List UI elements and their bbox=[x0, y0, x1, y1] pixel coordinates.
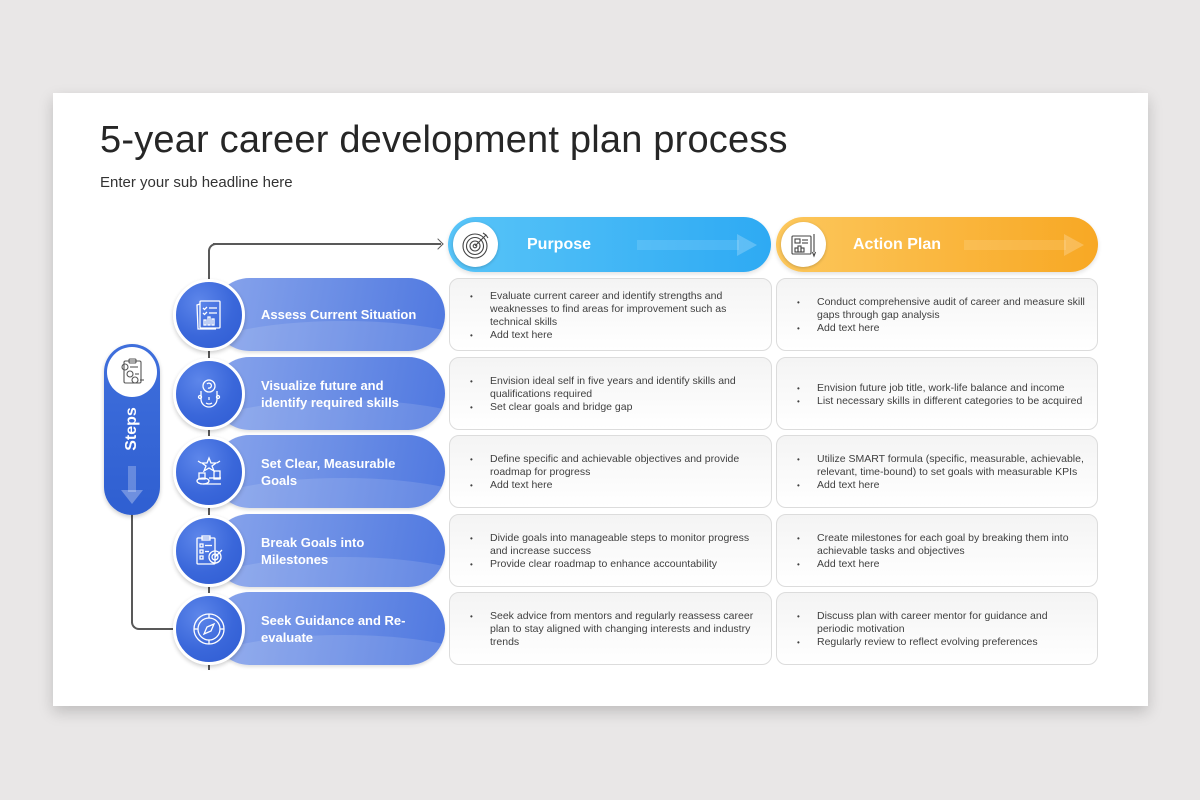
step-bar bbox=[213, 435, 445, 508]
action-box-2: Envision future job title, work-life bal… bbox=[776, 357, 1098, 430]
bullet: Set clear goals and bridge gap bbox=[464, 401, 761, 414]
purpose-box-1: Evaluate current career and identify str… bbox=[449, 278, 772, 351]
connector-left-vertical bbox=[131, 513, 133, 623]
connector-bottom-horizontal bbox=[139, 628, 179, 630]
step-bar bbox=[213, 357, 445, 430]
bullet: Define specific and achievable objective… bbox=[464, 453, 761, 479]
bullet: Add text here bbox=[791, 322, 1087, 335]
compass-icon bbox=[173, 593, 245, 665]
action-plan-header: Action Plan bbox=[776, 217, 1098, 272]
step-label: Assess Current Situation bbox=[261, 307, 417, 322]
bullet: Seek advice from mentors and regularly r… bbox=[464, 610, 761, 649]
target-icon bbox=[453, 222, 498, 267]
numbered-list-icon bbox=[107, 347, 157, 397]
steps-label: Steps bbox=[123, 407, 140, 451]
action-box-4: Create milestones for each goal by break… bbox=[776, 514, 1098, 587]
bullet: Add text here bbox=[464, 479, 761, 492]
purpose-box-3: Define specific and achievable objective… bbox=[449, 435, 772, 508]
connector-top-corner bbox=[208, 243, 218, 253]
action-box-1: Conduct comprehensive audit of career an… bbox=[776, 278, 1098, 351]
step-row-assess: Assess Current Situation bbox=[173, 278, 445, 351]
step-bar bbox=[213, 514, 445, 587]
purpose-header: Purpose bbox=[448, 217, 771, 272]
page-subtitle: Enter your sub headline here bbox=[100, 174, 293, 191]
step-row-set-goals: Set Clear, Measurable Goals bbox=[173, 435, 445, 508]
bullet: Divide goals into manageable steps to mo… bbox=[464, 532, 761, 558]
purpose-header-label: Purpose bbox=[527, 235, 592, 253]
connector-arrowhead bbox=[432, 238, 444, 250]
arrow-right-icon bbox=[964, 234, 1084, 256]
step-label: Set Clear, Measurable Goals bbox=[261, 455, 396, 488]
purpose-box-2: Envision ideal self in five years and id… bbox=[449, 357, 772, 430]
step-row-guidance: Seek Guidance and Re-evaluate bbox=[173, 592, 445, 665]
bullet: Utilize SMART formula (specific, measura… bbox=[791, 453, 1087, 479]
page-title: 5-year career development plan process bbox=[100, 119, 788, 161]
step-label: Visualize future and identify required s… bbox=[261, 377, 399, 410]
bullet: Conduct comprehensive audit of career an… bbox=[791, 296, 1087, 322]
bullet: Add text here bbox=[791, 558, 1087, 571]
arrow-right-icon bbox=[637, 234, 757, 256]
arrow-down-icon bbox=[121, 466, 143, 504]
step-label: Seek Guidance and Re-evaluate bbox=[261, 612, 406, 645]
bullet: Create milestones for each goal by break… bbox=[791, 532, 1087, 558]
bullet: Discuss plan with career mentor for guid… bbox=[791, 610, 1087, 636]
bullet: Evaluate current career and identify str… bbox=[464, 290, 761, 329]
steps-pill: Steps bbox=[104, 344, 160, 515]
bullet: Add text here bbox=[791, 479, 1087, 492]
bullet: Provide clear roadmap to enhance account… bbox=[464, 558, 761, 571]
measuring-goals-icon bbox=[173, 436, 245, 508]
action-plan-header-label: Action Plan bbox=[853, 235, 942, 253]
connector-top-horizontal bbox=[213, 243, 441, 245]
bullet: List necessary skills in different categ… bbox=[791, 395, 1082, 408]
slide: 5-year career development plan process E… bbox=[53, 93, 1148, 706]
connector-bottom-corner bbox=[131, 620, 141, 630]
bullet: Envision ideal self in five years and id… bbox=[464, 375, 761, 401]
blueprint-icon bbox=[781, 222, 826, 267]
step-row-milestones: Break Goals into Milestones bbox=[173, 514, 445, 587]
bullet: Add text here bbox=[464, 329, 761, 342]
step-row-visualize: Visualize future and identify required s… bbox=[173, 357, 445, 430]
checklist-target-icon bbox=[173, 515, 245, 587]
report-checklist-icon bbox=[173, 279, 245, 351]
bullet: Envision future job title, work-life bal… bbox=[791, 382, 1082, 395]
head-thinking-icon bbox=[173, 358, 245, 430]
action-box-3: Utilize SMART formula (specific, measura… bbox=[776, 435, 1098, 508]
bullet: Regularly review to reflect evolving pre… bbox=[791, 636, 1087, 649]
step-label: Break Goals into Milestones bbox=[261, 534, 365, 567]
purpose-box-4: Divide goals into manageable steps to mo… bbox=[449, 514, 772, 587]
step-bar bbox=[213, 278, 445, 351]
action-box-5: Discuss plan with career mentor for guid… bbox=[776, 592, 1098, 665]
step-bar bbox=[213, 592, 445, 665]
purpose-box-5: Seek advice from mentors and regularly r… bbox=[449, 592, 772, 665]
